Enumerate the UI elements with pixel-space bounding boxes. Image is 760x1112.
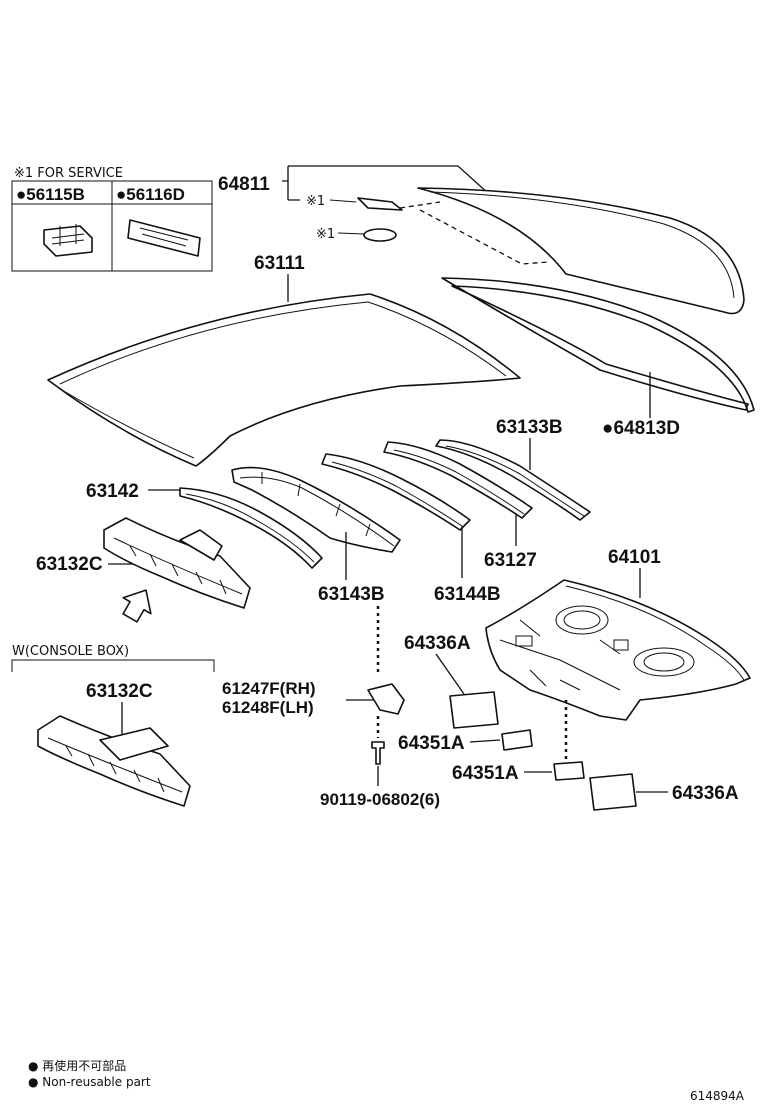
service-clip-lower-icon bbox=[363, 228, 397, 242]
part-90119-06802[interactable]: 90119-06802(6) bbox=[320, 790, 440, 809]
silencer-upper-icon bbox=[449, 691, 499, 729]
roof-bow-63127 bbox=[383, 441, 533, 519]
part-63132c[interactable]: 63132C bbox=[36, 554, 103, 575]
service-mark-upper: ※1 bbox=[306, 194, 325, 209]
roof-bow-63133b bbox=[435, 439, 591, 521]
legend: ● 再使用不可部品 ● Non-reusable part bbox=[28, 1058, 151, 1089]
service-mark-lower: ※1 bbox=[316, 227, 335, 242]
silencer-pads: 64336A 64351A 64351A 64336A bbox=[398, 633, 739, 811]
part-63144b[interactable]: 63144B bbox=[434, 584, 501, 605]
part-64811[interactable]: 64811 bbox=[218, 174, 270, 195]
front-header: 63132C bbox=[36, 517, 251, 623]
part-63133b[interactable]: 63133B bbox=[496, 417, 563, 438]
part-64351a-upper[interactable]: 64351A bbox=[398, 733, 465, 754]
part-64101[interactable]: 64101 bbox=[608, 547, 661, 568]
plate-56116d-icon bbox=[127, 219, 201, 257]
console-header-shape bbox=[37, 715, 191, 807]
roof-bow-63144b bbox=[321, 453, 471, 531]
view-arrow-icon bbox=[122, 589, 152, 623]
service-part-56115b[interactable]: ●56115B bbox=[16, 185, 85, 204]
service-part-56116d[interactable]: ●56116D bbox=[116, 185, 185, 204]
package-tray: 64101 bbox=[485, 547, 751, 766]
part-64336a-upper[interactable]: 64336A bbox=[404, 633, 471, 654]
part-64813d[interactable]: ●64813D bbox=[602, 418, 680, 439]
part-63142[interactable]: 63142 bbox=[86, 481, 139, 502]
part-61248f-lh[interactable]: 61248F(LH) bbox=[222, 698, 314, 717]
roof-bow-63143b bbox=[231, 466, 401, 553]
bolt-icon bbox=[371, 741, 385, 765]
console-box-title: W(CONSOLE BOX) bbox=[12, 644, 129, 659]
front-header-shape bbox=[103, 517, 251, 609]
console-box-group: W(CONSOLE BOX) 63132C bbox=[11, 644, 215, 807]
part-61247f-rh[interactable]: 61247F(RH) bbox=[222, 679, 316, 698]
bracket-icon bbox=[367, 683, 405, 715]
service-clip-upper-icon bbox=[357, 197, 403, 211]
back-window-group: 64811 ※1 ※1 ●64813D bbox=[218, 165, 755, 439]
legend-japanese: ● 再使用不可部品 bbox=[28, 1058, 126, 1073]
service-box-title: ※1 FOR SERVICE bbox=[14, 166, 123, 181]
roof-panel: 63111 bbox=[47, 253, 521, 467]
part-63127[interactable]: 63127 bbox=[484, 550, 537, 571]
part-63111[interactable]: 63111 bbox=[254, 253, 305, 274]
bracket-bolt: 61247F(RH) 61248F(LH) 90119-06802(6) bbox=[222, 606, 440, 809]
back-glass-dam bbox=[441, 277, 755, 413]
figure-id: 614894A bbox=[690, 1089, 745, 1103]
console-part-63132c[interactable]: 63132C bbox=[86, 681, 153, 702]
silencer-lower-icon bbox=[589, 773, 637, 811]
legend-english: ● Non-reusable part bbox=[28, 1075, 151, 1089]
roof-bows: 63133B 63127 63144B 63143B 63142 bbox=[86, 417, 591, 605]
part-64351a-lower[interactable]: 64351A bbox=[452, 763, 519, 784]
pad-upper-icon bbox=[501, 729, 533, 751]
clip-56115b-icon bbox=[43, 224, 93, 257]
pad-lower-icon bbox=[553, 761, 585, 781]
back-window-glass bbox=[417, 187, 745, 315]
service-box: ※1 FOR SERVICE ●56115B ●56116D bbox=[11, 166, 213, 272]
part-64336a-lower[interactable]: 64336A bbox=[672, 783, 739, 804]
roof-panel-shape bbox=[47, 293, 521, 467]
part-63143b[interactable]: 63143B bbox=[318, 584, 385, 605]
